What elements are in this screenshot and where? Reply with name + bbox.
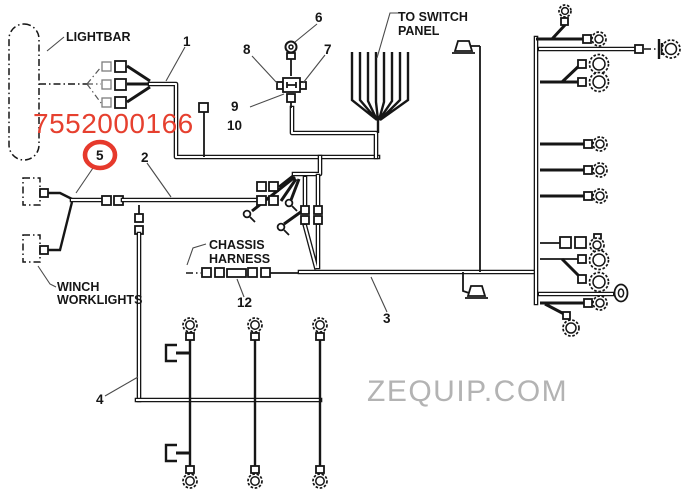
callout-5-highlight[interactable]: 5 xyxy=(75,139,118,194)
switch-panel-label-2: PANEL xyxy=(398,24,440,38)
right-harness-group xyxy=(533,4,681,337)
bullet-connector-icon xyxy=(242,198,298,236)
ground-bus-group xyxy=(134,317,328,489)
ring-terminal-icon xyxy=(182,465,328,489)
wire-1-main-bus xyxy=(147,81,381,160)
center-connector-hub xyxy=(242,154,323,270)
callouts: 1 2 3 4 6 7 8 9 10 12 5 xyxy=(75,10,391,407)
key-icon xyxy=(613,283,629,303)
switch-panel-fan xyxy=(350,12,410,133)
round-plug-icon xyxy=(657,39,681,59)
lightbar-outline-icon xyxy=(8,23,40,161)
callout-3: 3 xyxy=(383,311,391,326)
inline-fuse-icon xyxy=(226,268,247,278)
clip-icon xyxy=(164,343,190,463)
lightbar-group xyxy=(8,23,151,161)
winch-worklights-group xyxy=(22,177,260,403)
text-labels: LIGHTBAR TO SWITCH PANEL 7552000166 WINC… xyxy=(33,10,568,408)
circuit-breaker-assembly-icon xyxy=(276,40,307,108)
alarm-icon xyxy=(452,40,480,54)
callout-1: 1 xyxy=(183,34,191,49)
winch-label-2: WORKLIGHTS xyxy=(57,293,142,307)
callout-6: 6 xyxy=(315,10,323,25)
callout-8: 8 xyxy=(243,42,251,57)
callout-2: 2 xyxy=(141,150,149,165)
switch-panel-label-1: TO SWITCH xyxy=(398,10,468,24)
bulb-socket-icon xyxy=(589,233,605,253)
chassis-label-1: CHASSIS xyxy=(209,238,265,252)
callout-5: 5 xyxy=(96,148,104,163)
chassis-label-2: HARNESS xyxy=(209,252,270,266)
callout-9: 9 xyxy=(231,99,239,114)
watermark: ZEQUIP.COM xyxy=(367,375,568,408)
chassis-harness-group xyxy=(186,243,300,278)
winch-label-1: WINCH xyxy=(57,280,99,294)
alarm-icon xyxy=(465,285,488,299)
callout-12: 12 xyxy=(237,295,252,310)
lightbar-label: LIGHTBAR xyxy=(66,30,131,44)
ring-terminal-icon xyxy=(182,317,328,341)
highlight-circle-icon xyxy=(82,139,118,171)
part-number: 7552000166 xyxy=(33,108,194,139)
callout-10: 10 xyxy=(227,118,242,133)
bus-3-group xyxy=(297,40,536,299)
callout-4: 4 xyxy=(96,392,104,407)
callout-7: 7 xyxy=(324,42,332,57)
